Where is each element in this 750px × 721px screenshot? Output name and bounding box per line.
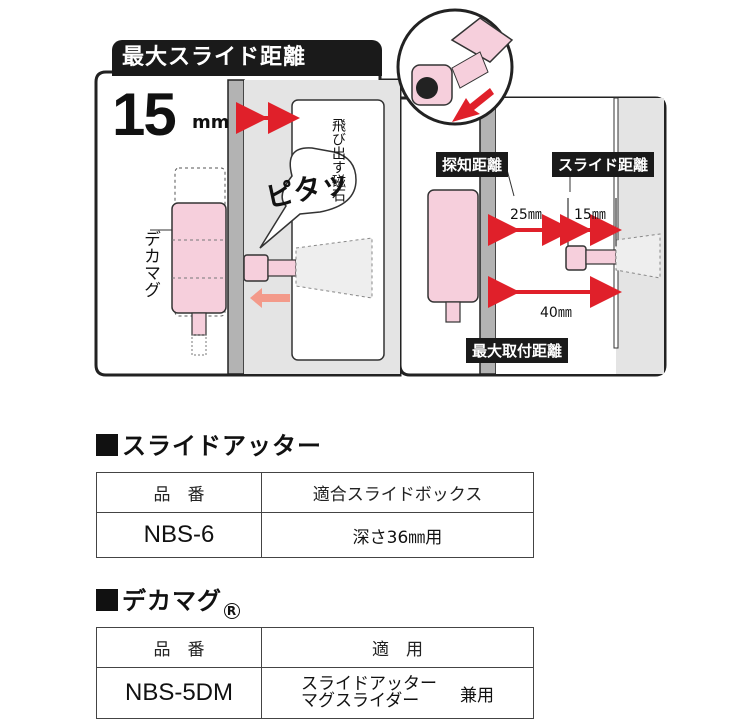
- registered-mark-icon: R: [224, 603, 240, 619]
- column-header: 品 番: [96, 472, 262, 513]
- slide-adapter-left: [243, 254, 269, 282]
- column-header: 品 番: [96, 627, 262, 668]
- part-number: NBS-5DM: [96, 667, 262, 719]
- square-bullet-icon: [96, 589, 118, 611]
- deca-mag-magnet-right: [427, 189, 479, 303]
- table-row: NBS-6 深さ36㎜用: [96, 512, 534, 558]
- return-arrow: [250, 288, 290, 308]
- install-distance-label: 最大取付距離: [466, 338, 569, 363]
- distance-unit: mm: [192, 112, 230, 133]
- applicable-box: 深さ36㎜用: [261, 512, 534, 558]
- deca-mag-magnet: [171, 202, 227, 314]
- use-suffix: 兼用: [460, 685, 495, 706]
- part-number: NBS-6: [96, 512, 262, 558]
- left-wall: [227, 79, 245, 375]
- detect-value: 25㎜: [510, 207, 542, 223]
- use-line-1: スライドアッター: [300, 674, 437, 694]
- use-line-2: マグスライダー: [300, 691, 420, 711]
- square-bullet-icon: [96, 434, 118, 456]
- slide-value: 15㎜: [574, 207, 606, 223]
- column-header: 適合スライドボックス: [261, 472, 534, 513]
- right-wall: [479, 97, 497, 375]
- column-header: 適 用: [261, 627, 534, 668]
- slide-atter-table: 品 番 適合スライドボックス NBS-6 深さ36㎜用: [96, 472, 534, 558]
- table-header-row: 品 番 適 用: [96, 627, 534, 668]
- slide-distance-title: 最大スライド距離: [112, 40, 382, 76]
- distance-value: 15: [112, 81, 177, 148]
- install-value: 40㎜: [540, 305, 572, 321]
- table-row: NBS-5DM スライドアッター マグスライダー 兼用: [96, 667, 534, 719]
- deca-mag-label: デカマグ: [140, 230, 160, 298]
- slide-distance-label: スライド距離: [552, 152, 655, 177]
- slide-distance-illustration: 最大スライド距離 15 mm デカマグ 飛び出す磁石 ピタッ 探知距離 スライド…: [94, 8, 667, 377]
- magnet-text: 飛び出す磁石: [330, 118, 346, 202]
- applicable-products: スライドアッター マグスライダー 兼用: [261, 667, 534, 719]
- table-header-row: 品 番 適合スライドボックス: [96, 472, 534, 513]
- speech-bubble: [259, 147, 357, 249]
- push-arrow: [452, 88, 494, 122]
- slide-atter-heading: スライドアッター: [96, 426, 322, 461]
- detect-distance-label: 探知距離: [436, 152, 509, 177]
- deca-mag-table: 品 番 適 用 NBS-5DM スライドアッター マグスライダー 兼用: [96, 627, 534, 719]
- slide-adapter-right: [565, 245, 587, 271]
